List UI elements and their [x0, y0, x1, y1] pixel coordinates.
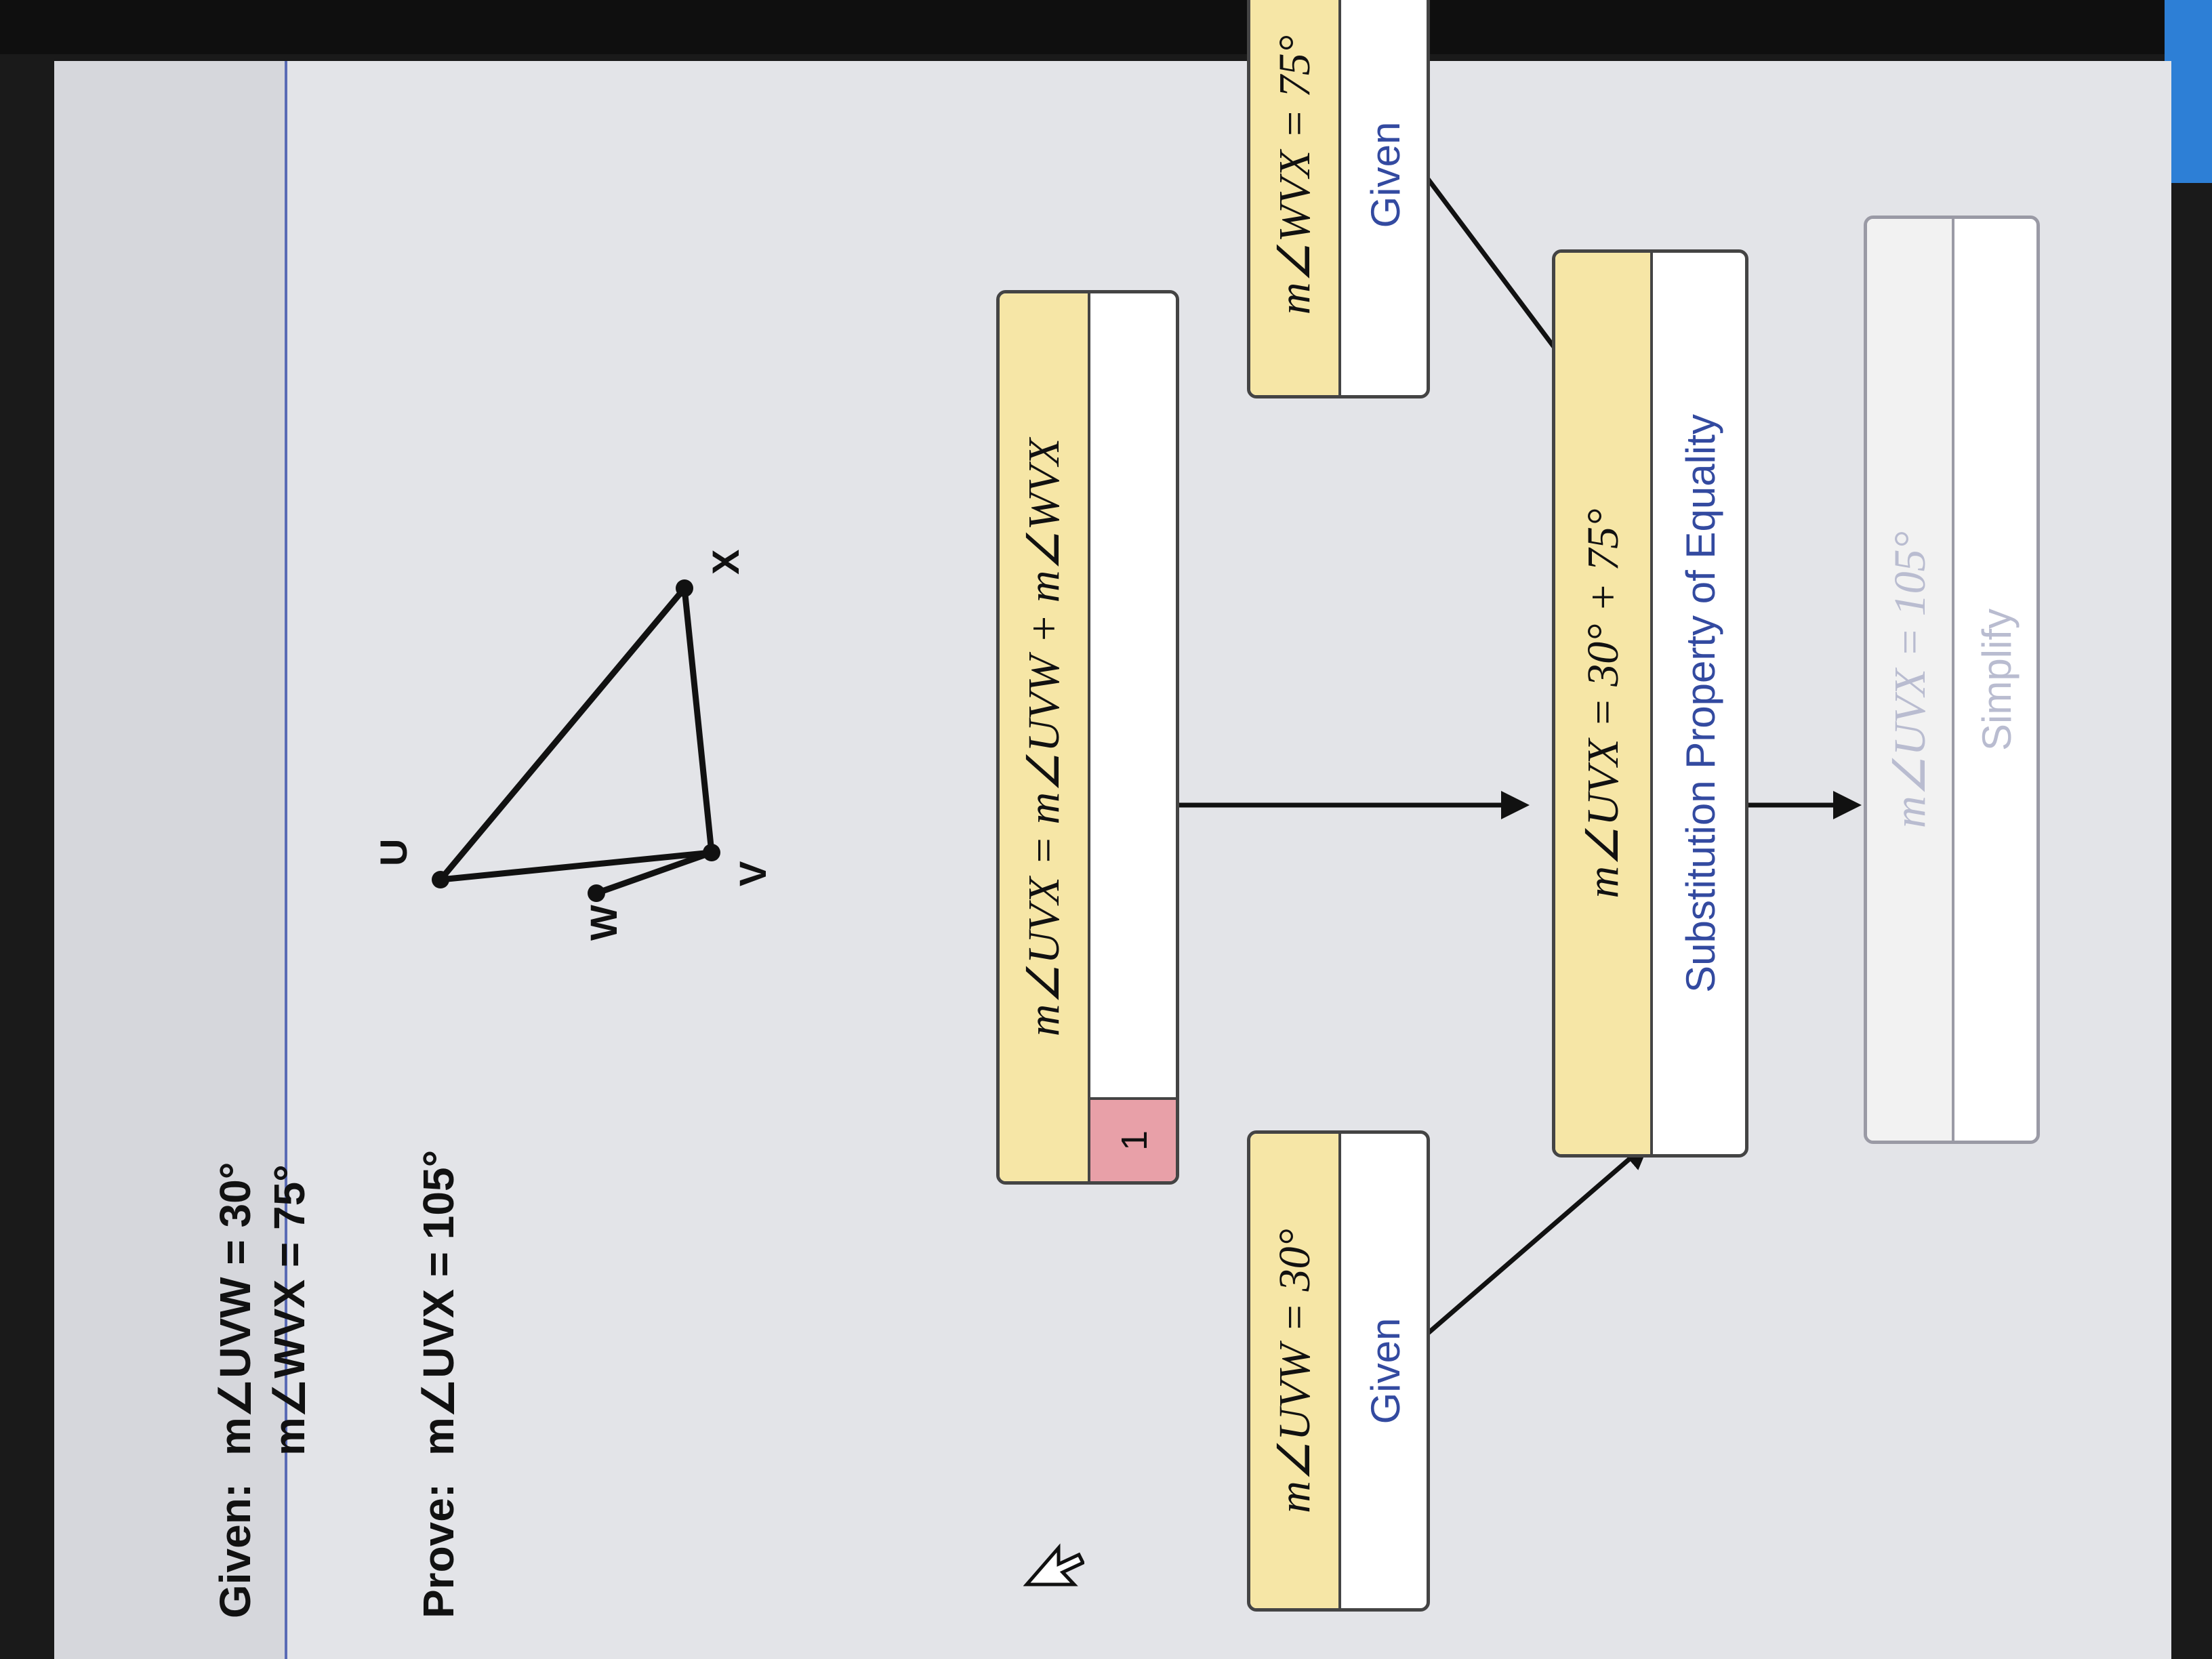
reason-text: Given	[1362, 121, 1408, 228]
point-u	[432, 871, 449, 888]
proof-box-substitution[interactable]: m∠UVX = 30° + 75° Substitution Property …	[1552, 249, 1748, 1158]
segment-vx	[681, 588, 715, 853]
label-w: W	[582, 905, 625, 941]
segment-ux	[438, 586, 687, 882]
triangle-figure: V X U W	[372, 550, 774, 941]
reason-row[interactable]: 1	[1090, 293, 1179, 1181]
reason-number-badge[interactable]: 1	[1090, 1097, 1179, 1181]
reason-text: Given	[1362, 1317, 1408, 1425]
reason-text: Substitution Property of Equality	[1677, 414, 1723, 993]
prove-label: Prove:	[414, 1483, 463, 1618]
window-edge-accent	[2165, 0, 2212, 183]
proof-panel	[285, 61, 2171, 1659]
arrow-given1-to-subst	[1394, 1141, 1651, 1363]
proof-box-given-wvx[interactable]: m∠WVX = 75° Given	[1247, 0, 1430, 398]
mouse-cursor-icon	[1023, 1543, 1084, 1586]
statement-text: m∠UVW = 30°	[1250, 1134, 1341, 1608]
given-label: Given:	[211, 1483, 260, 1618]
label-v: V	[731, 861, 774, 886]
monitor-bezel	[0, 0, 2212, 54]
given-line-1: m∠UVW = 30°	[211, 1162, 260, 1456]
reason-text: Simplify	[1974, 608, 2020, 752]
proof-box-final[interactable]: m∠UVX = 105° Simplify	[1864, 216, 2040, 1144]
rotated-content: Given: m∠UVW = 30° m∠WVX = 75° Prove: m∠…	[88, 0, 2040, 1659]
point-w	[588, 884, 605, 902]
point-v	[703, 844, 720, 861]
label-x: X	[704, 550, 747, 575]
statement-text: m∠UVX = 105°	[1867, 219, 1954, 1141]
point-x	[676, 579, 693, 597]
segment-vw	[595, 849, 713, 897]
statement-text: m∠UVX = m∠UVW + m∠WVX	[1000, 293, 1090, 1181]
given-line-2: m∠WVX = 75°	[265, 1164, 314, 1456]
segment-vu	[440, 849, 712, 883]
prove-statement: m∠UVX = 105°	[414, 1149, 463, 1456]
reason-empty-slot[interactable]	[1090, 293, 1179, 1097]
screen: Given: m∠UVW = 30° m∠WVX = 75° Prove: m∠…	[54, 0, 2171, 1659]
statement-text: m∠UVX = 30° + 75°	[1555, 253, 1653, 1154]
proof-box-given-uvw[interactable]: m∠UVW = 30° Given	[1247, 1130, 1430, 1612]
label-u: U	[372, 839, 415, 866]
proof-box-angle-addition[interactable]: m∠UVX = m∠UVW + m∠WVX 1	[996, 290, 1179, 1185]
statement-text: m∠WVX = 75°	[1250, 0, 1341, 395]
